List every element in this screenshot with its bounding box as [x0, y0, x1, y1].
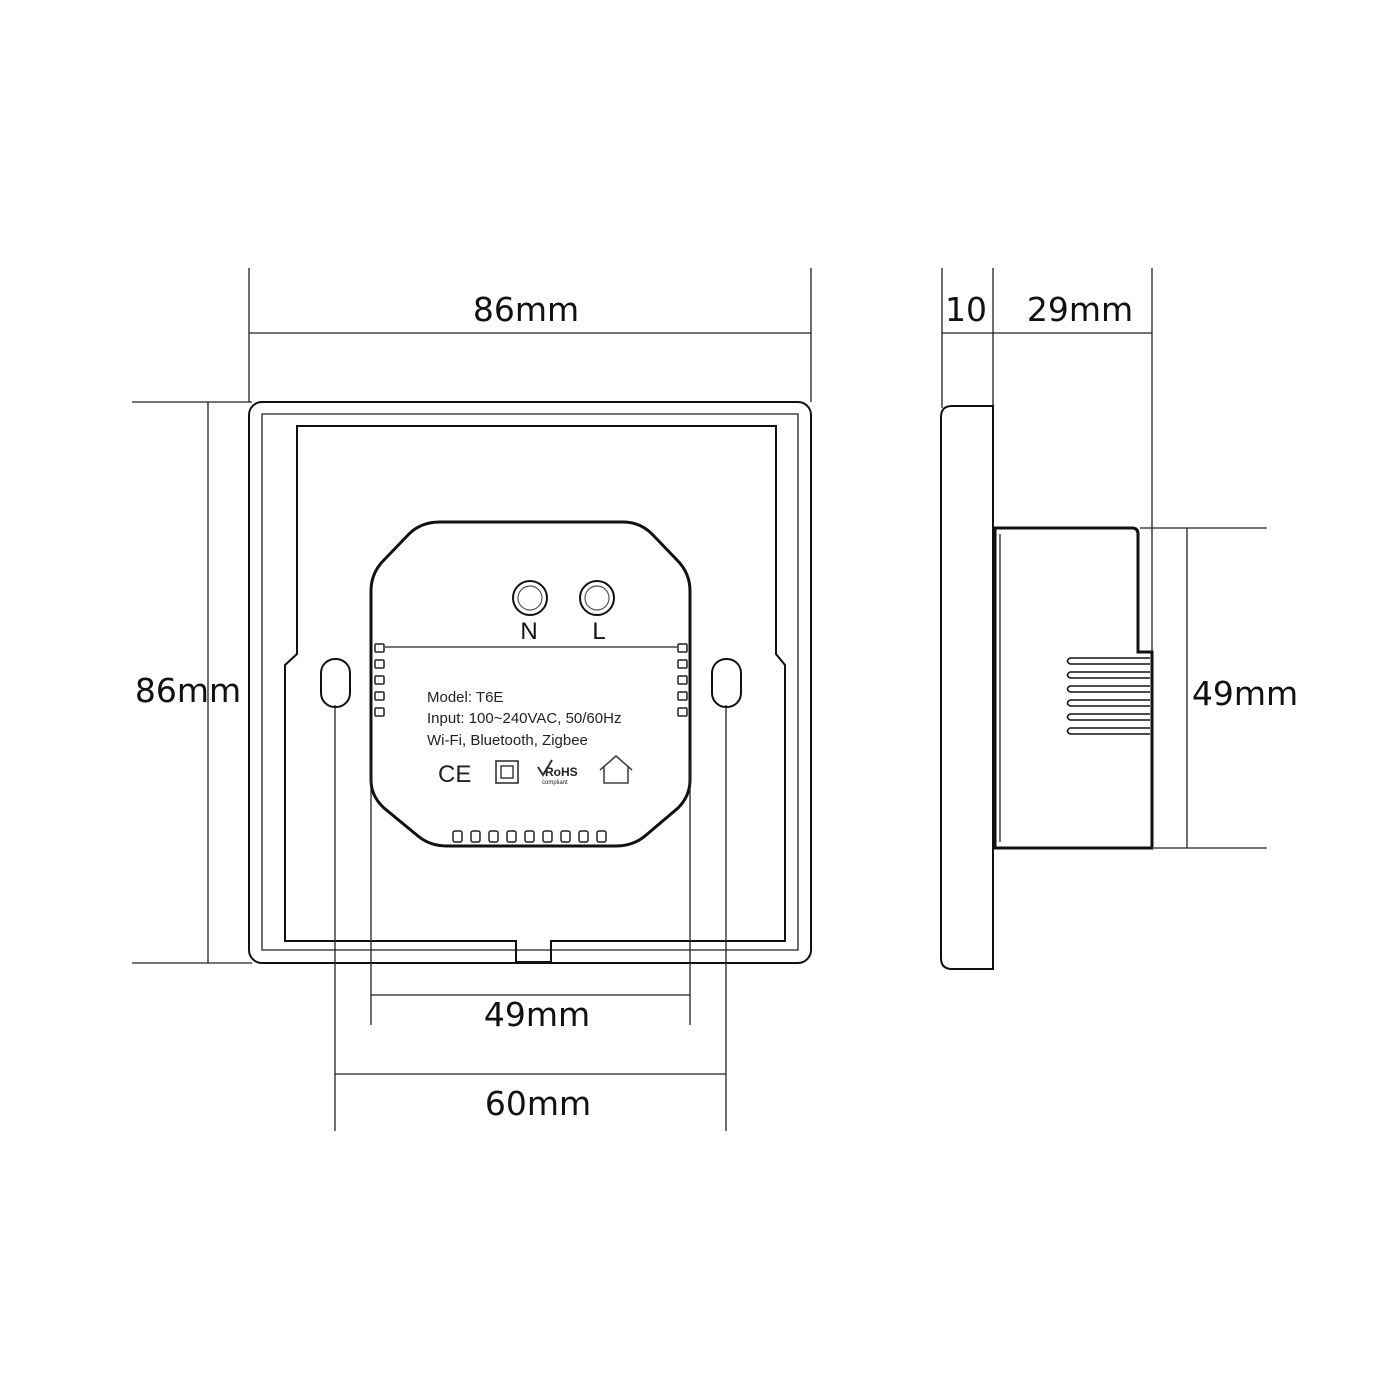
terminal-l [579, 580, 615, 616]
rohs-sub-label: compliant [542, 780, 568, 786]
module-width-dimension: 49mm [370, 760, 691, 1034]
screw-slot-right [711, 658, 742, 708]
home-icon [599, 754, 633, 784]
terminal-l-label: L [592, 618, 605, 645]
vent-slots-right [677, 643, 688, 717]
vent-slots-bottom [452, 830, 607, 843]
terminal-n [512, 580, 548, 616]
front-view: 86mm 86mm N L [132, 268, 812, 1131]
height-label: 86mm [135, 671, 241, 710]
rohs-icon: RoHS compliant [537, 759, 578, 786]
plate-depth-label: 10 [945, 290, 987, 329]
back-plate-outline [248, 401, 812, 964]
connector-pins [1066, 657, 1150, 735]
screw-spacing-label: 60mm [485, 1084, 591, 1123]
ce-mark-icon: CE [438, 761, 471, 788]
body-height-dimension: 49mm [1140, 527, 1298, 849]
body-depth-label: 29mm [1027, 290, 1133, 329]
screw-spacing-dimension: 60mm [334, 705, 727, 1131]
depth-dimensions: 10 29mm [941, 268, 1153, 652]
side-view: 10 29mm 49mm [940, 268, 1298, 970]
screw-slot-left [320, 658, 351, 708]
body-side-outline [993, 526, 1154, 850]
module-body [369, 520, 692, 848]
width-label: 86mm [473, 290, 579, 329]
spec-protocols: Wi-Fi, Bluetooth, Zigbee [427, 732, 588, 749]
spec-model: Model: T6E [427, 689, 503, 706]
spec-input: Input: 100~240VAC, 50/60Hz [427, 710, 621, 727]
double-insulation-icon [495, 760, 519, 784]
body-height-label: 49mm [1192, 674, 1298, 713]
height-dimension: 86mm [132, 401, 252, 964]
width-dimension: 86mm [248, 268, 812, 402]
module-width-label: 49mm [484, 995, 590, 1034]
rohs-label: RoHS [545, 765, 578, 779]
terminal-n-label: N [520, 618, 537, 645]
back-plate-inner-rim [261, 413, 799, 951]
plate-side-outline [940, 405, 994, 970]
back-frame-inner [284, 425, 786, 963]
vent-slots-left [374, 643, 385, 717]
